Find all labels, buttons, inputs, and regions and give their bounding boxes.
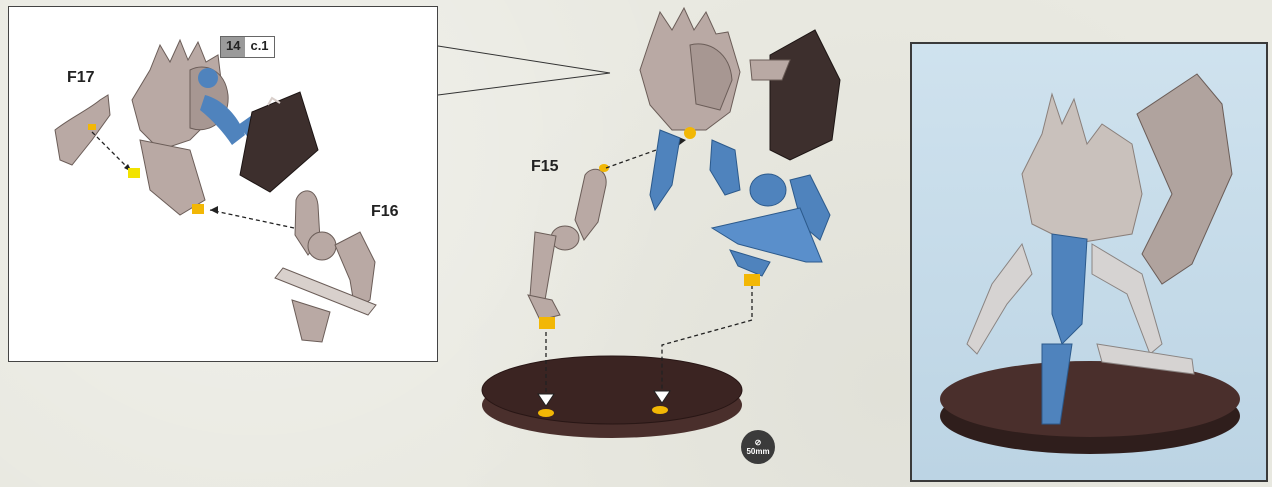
base-size-indicator: ⊘ 50mm <box>741 430 775 464</box>
base-size-label: 50mm <box>746 447 769 456</box>
base-size-icon: ⊘ <box>755 439 762 447</box>
part-label-f15: F15 <box>531 158 559 176</box>
reference-photo <box>910 42 1268 482</box>
main-part-f15 <box>528 164 609 329</box>
base-hole-left <box>538 409 554 417</box>
main-blade <box>750 30 840 160</box>
reference-photo-model <box>912 44 1268 482</box>
model-base <box>482 356 742 438</box>
base-hole-right <box>652 406 668 414</box>
main-torso <box>640 8 740 139</box>
